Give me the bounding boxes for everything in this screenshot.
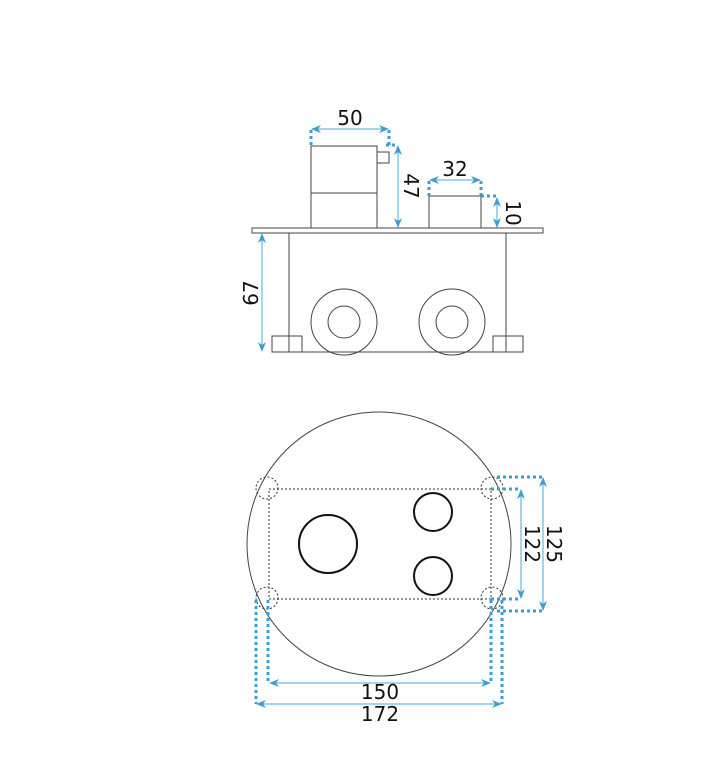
left-outlet-inner	[327, 305, 361, 339]
dim-inner-height: 122	[520, 525, 544, 563]
mount-hole-bottom-left	[255, 586, 279, 610]
dim-button-width: 32	[442, 157, 467, 181]
mounting-plate	[251, 227, 544, 234]
cover-plate-outline	[246, 411, 512, 677]
top-view: 122 125 150 172	[246, 411, 566, 726]
dim-knob-height: 47	[399, 173, 423, 198]
right-outlet-outer	[418, 288, 486, 356]
dim-inner-width: 150	[361, 680, 399, 704]
right-foot	[492, 335, 524, 353]
left-foot	[271, 335, 303, 353]
thermostat-knob	[310, 145, 378, 229]
dim-125-extension	[497, 475, 543, 613]
housing-outline	[268, 488, 492, 600]
dim-outer-height: 125	[542, 525, 566, 563]
valve-hole-top	[413, 492, 453, 532]
dim-150-extension	[266, 600, 493, 683]
knob-nub	[376, 151, 390, 164]
dim-button-height: 10	[501, 200, 525, 225]
dim-172-extension	[254, 600, 504, 704]
dim-knob-width: 50	[337, 106, 362, 130]
side-view: 50 47 32 10 67	[239, 106, 544, 356]
mount-hole-top-left	[255, 476, 279, 500]
valve-hole-bottom	[413, 556, 453, 596]
right-outlet-inner	[435, 305, 469, 339]
thermostat-hole	[298, 514, 358, 574]
dim-body-height: 67	[239, 280, 263, 305]
dim-32-extension	[427, 181, 483, 196]
left-outlet-outer	[310, 288, 378, 356]
dim-outer-width: 172	[361, 702, 399, 726]
housing-body	[272, 233, 523, 353]
valve-button	[428, 195, 482, 229]
dim-122-extension	[491, 487, 521, 601]
dim-50-extension	[309, 130, 391, 146]
